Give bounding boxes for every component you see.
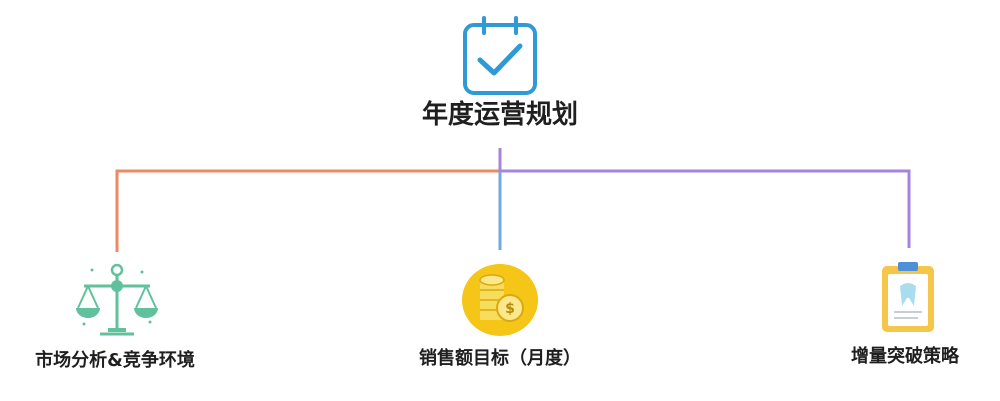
calendar-check-icon [463,16,537,95]
svg-text:$: $ [505,301,515,317]
branch-label-strategy: 增量突破策略 [851,346,959,367]
clipboard-icon [882,262,934,332]
connector-line-strategy [500,169,911,248]
coins-icon: $ [462,264,538,336]
balance-scale-icon [76,263,158,336]
connector-line-market [115,169,500,252]
root-title: 年度运营规划 [421,100,578,130]
branch-label-market: 市场分析&竞争环境 [35,350,195,371]
branch-label-sales: 销售额目标（月度） [419,348,581,369]
